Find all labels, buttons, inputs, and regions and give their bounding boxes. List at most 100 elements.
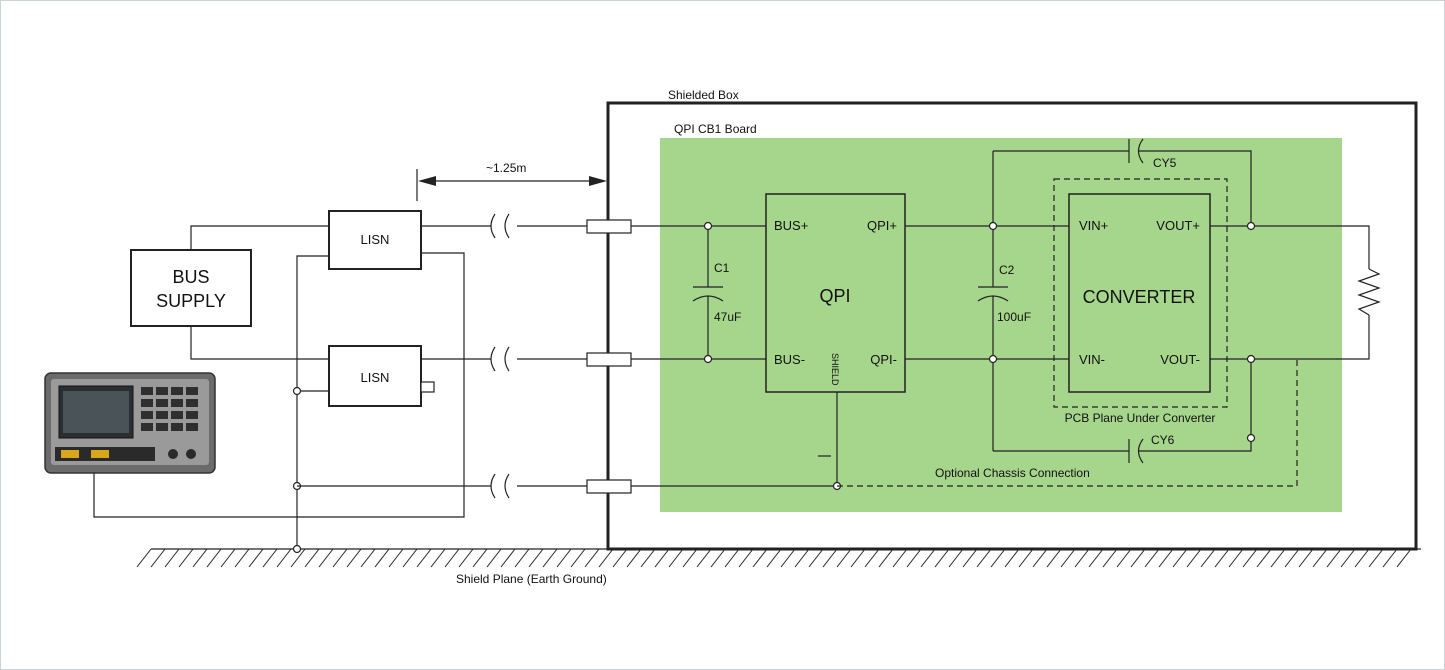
ground-hatch-mark	[206, 548, 222, 568]
ground-hatch-mark	[234, 548, 250, 568]
ground-hatch-mark	[934, 548, 950, 568]
wire-supply-minus	[190, 326, 329, 360]
ground-hatch-mark	[514, 548, 530, 568]
ground-hatch-mark	[906, 548, 922, 568]
spectrum-analyzer	[44, 372, 216, 474]
bus-supply-line2: SUPPLY	[156, 291, 226, 311]
ground-hatch-mark	[836, 548, 852, 568]
analyzer-keypad	[141, 387, 198, 431]
pcb-plane-label: PCB Plane Under Converter	[1065, 411, 1216, 425]
qpi-title: QPI	[819, 286, 850, 306]
ground-hatch-mark	[1116, 548, 1132, 568]
shielded-box-label: Shielded Box	[668, 88, 739, 102]
ground-hatch-mark	[304, 548, 320, 568]
node-vout-minus	[1246, 354, 1256, 364]
ground-hatch-mark	[864, 548, 880, 568]
ground-hatch-mark	[430, 548, 446, 568]
wire-supply-plus	[190, 225, 329, 250]
ground-hatch-mark	[416, 548, 432, 568]
ground-hatch-mark	[668, 548, 684, 568]
ground-hatch-mark	[150, 548, 166, 568]
ground-hatch-mark	[388, 548, 404, 568]
qpi-bus-plus: BUS+	[774, 218, 808, 233]
cy6-plate-right	[1137, 438, 1144, 464]
c1-name: C1	[714, 261, 730, 275]
ground-hatch-mark	[738, 548, 754, 568]
ground-hatch-mark	[1032, 548, 1048, 568]
ground-hatch-mark	[346, 548, 362, 568]
ground-hatch-mark	[178, 548, 194, 568]
node-c1-top	[703, 221, 713, 231]
ground-hatch-mark	[528, 548, 544, 568]
ground-hatch-mark	[556, 548, 572, 568]
lisn-top-box	[328, 210, 422, 270]
ground-hatch-mark	[1256, 548, 1272, 568]
feedthrough-plus	[586, 219, 632, 234]
ground-hatch-mark	[794, 548, 810, 568]
ground-hatch-mark	[248, 548, 264, 568]
ground-hatch-mark	[920, 548, 936, 568]
feedthrough-gnd	[586, 479, 632, 494]
lisn-bottom-label: LISN	[361, 370, 390, 385]
load-resistor	[1357, 268, 1381, 316]
vin-plus: VIN+	[1079, 218, 1108, 233]
vout-plus: VOUT+	[1156, 218, 1200, 233]
ground-hatch-mark	[1242, 548, 1258, 568]
wire-vout-minus	[1210, 315, 1370, 360]
distance-label: ~1.25m	[486, 161, 526, 175]
ground-hatch-mark	[1088, 548, 1104, 568]
bus-supply-box	[130, 249, 252, 327]
c1-value: 47uF	[714, 310, 741, 324]
ground-hatch-mark	[892, 548, 908, 568]
cy5-lead-right	[1139, 150, 1252, 226]
ground-hatch-mark	[612, 548, 628, 568]
ground-hatch-mark	[584, 548, 600, 568]
ground-hatch-mark	[360, 548, 376, 568]
ground-hatch-mark	[598, 548, 614, 568]
chassis-connection-label: Optional Chassis Connection	[935, 466, 1090, 480]
ground-hatch-mark	[542, 548, 558, 568]
ground-hatch-mark	[290, 548, 306, 568]
ground-hatch-mark	[878, 548, 894, 568]
cy5-plate-right	[1137, 138, 1144, 164]
ground-hatch-mark	[1046, 548, 1062, 568]
wire-analyzer	[93, 252, 465, 518]
cy5-label: CY5	[1153, 156, 1177, 170]
ground-hatch-mark	[724, 548, 740, 568]
optional-chassis-connection	[837, 359, 1298, 487]
qpi-out-plus: QPI+	[867, 218, 897, 233]
ground-hatch-mark	[1158, 548, 1174, 568]
ground-hatch-mark	[1382, 548, 1398, 568]
node-c1-bottom	[703, 354, 713, 364]
cy6-label: CY6	[1151, 433, 1175, 447]
ground-hatch-mark	[1354, 548, 1370, 568]
ground-hatch-mark	[976, 548, 992, 568]
ground-hatch-mark	[1130, 548, 1146, 568]
ground-hatch-mark	[444, 548, 460, 568]
qpi-cb1-board	[660, 138, 1342, 512]
lisn-port	[420, 381, 435, 393]
ground-hatch	[136, 548, 1412, 568]
ground-hatch-mark	[626, 548, 642, 568]
cy6-lead-right	[1139, 359, 1252, 452]
lisn-top-label: LISN	[361, 232, 390, 247]
ground-hatch-mark	[220, 548, 236, 568]
ground-hatch-mark	[570, 548, 586, 568]
ground-hatch-mark	[1004, 548, 1020, 568]
ground-hatch-mark	[710, 548, 726, 568]
ground-plane-label: Shield Plane (Earth Ground)	[456, 572, 607, 586]
qpi-shield-label: SHIELD	[830, 353, 840, 386]
ground-hatch-mark	[948, 548, 964, 568]
cable-breaks	[490, 213, 510, 499]
ground-hatch-mark	[1018, 548, 1034, 568]
ground-hatch-mark	[1396, 548, 1412, 568]
ground-hatch-mark	[318, 548, 334, 568]
lisn-bottom-box	[328, 345, 422, 407]
c2-name: C2	[999, 263, 1015, 277]
ground-hatch-mark	[1340, 548, 1356, 568]
c2-value: 100uF	[997, 310, 1031, 324]
vin-minus: VIN-	[1079, 352, 1105, 367]
ground-hatch-mark	[458, 548, 474, 568]
